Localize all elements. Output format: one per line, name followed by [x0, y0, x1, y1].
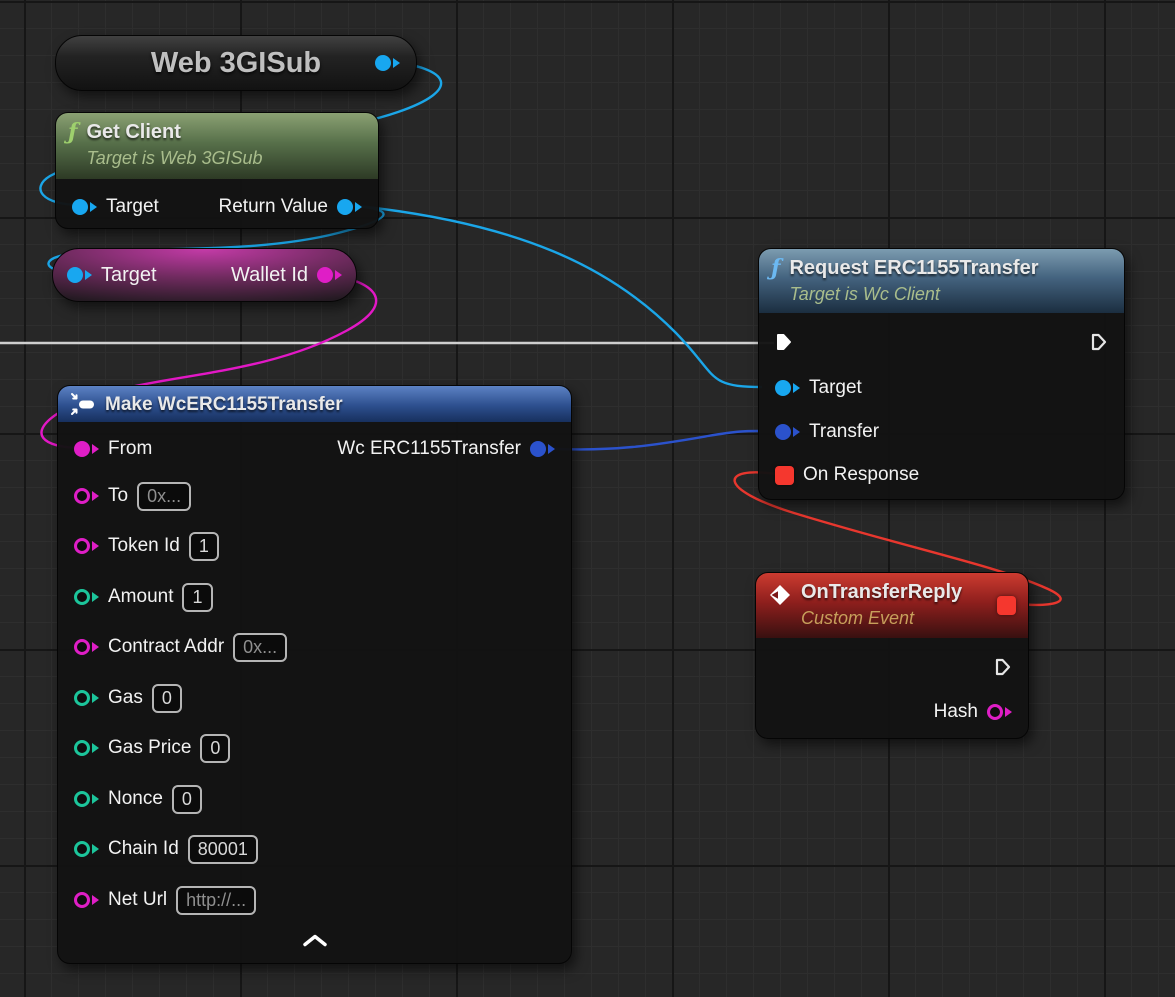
- make-gasprice-pin[interactable]: [74, 740, 99, 756]
- make-contractaddr-field[interactable]: 0x...: [233, 632, 288, 662]
- make-nonce-pin[interactable]: [74, 791, 99, 807]
- node-web3gisub[interactable]: Web 3GISub: [55, 35, 417, 91]
- request-transfer-label: Transfer: [809, 421, 880, 442]
- wallet-id-label: Wallet Id: [230, 263, 308, 286]
- make-gasprice-field[interactable]: 0: [200, 733, 231, 763]
- make-tokenid-pin[interactable]: [74, 538, 99, 554]
- make-tokenid-label: Token Id: [108, 535, 180, 556]
- request-onresponse-label: On Response: [803, 464, 920, 485]
- event-hash-label: Hash: [933, 701, 978, 722]
- make-neturl-label: Net Url: [108, 889, 168, 910]
- collapse-pins-button[interactable]: [58, 934, 571, 947]
- wallet-id-pin[interactable]: [317, 267, 342, 283]
- make-output-label: Wc ERC1155Transfer: [337, 438, 521, 459]
- make-neturl-field[interactable]: http://...: [176, 885, 257, 915]
- make-nonce-field[interactable]: 0: [171, 784, 202, 814]
- make-struct-icon: [71, 393, 94, 415]
- request-node-title: Request ERC1155Transfer: [789, 257, 1039, 279]
- get-client-target-pin[interactable]: [72, 199, 97, 215]
- node-request-erc1155transfer[interactable]: ƒ Request ERC1155Transfer Target is Wc C…: [758, 248, 1125, 500]
- request-node-subtitle: Target is Wc Client: [789, 284, 940, 304]
- make-gas-label: Gas: [108, 687, 143, 708]
- wallet-target-label: Target: [101, 263, 157, 286]
- make-tokenid-field[interactable]: 1: [188, 531, 219, 561]
- request-exec-out-pin[interactable]: [1090, 332, 1108, 357]
- wire-returnvalue-to-request-target[interactable]: [347, 203, 763, 389]
- request-node-header: ƒ Request ERC1155Transfer Target is Wc C…: [759, 249, 1124, 313]
- make-to-field[interactable]: 0x...: [137, 481, 192, 511]
- make-gasprice-label: Gas Price: [108, 737, 192, 758]
- make-amount-label: Amount: [108, 586, 174, 607]
- custom-event-icon: [770, 585, 790, 605]
- event-delegate-pin[interactable]: [997, 596, 1016, 615]
- wire-onresponse-to-ontransferreply[interactable]: [733, 471, 1062, 607]
- event-exec-out-pin[interactable]: [994, 657, 1012, 682]
- chevron-up-icon: [302, 934, 327, 947]
- node-get-wallet-id[interactable]: Target Wallet Id: [52, 248, 357, 302]
- make-from-label: From: [108, 438, 153, 459]
- get-client-return-pin[interactable]: [337, 199, 362, 215]
- function-icon: ƒ: [771, 255, 781, 281]
- wire-maketransfer-to-transfer[interactable]: [539, 429, 761, 451]
- make-output-pin[interactable]: [530, 441, 555, 457]
- event-node-header: OnTransferReply Custom Event: [756, 573, 1028, 638]
- request-exec-in-pin[interactable]: [775, 332, 793, 357]
- make-chainid-field[interactable]: 80001: [187, 834, 258, 864]
- make-node-header: Make WcERC1155Transfer: [58, 386, 571, 422]
- web3gisub-output-pin[interactable]: [375, 55, 400, 71]
- make-to-pin[interactable]: [74, 488, 99, 504]
- make-from-pin[interactable]: [74, 441, 99, 457]
- wire-walletid-to-from[interactable]: [40, 271, 378, 450]
- make-to-label: To: [108, 485, 129, 506]
- get-client-title: Get Client: [86, 121, 181, 143]
- make-node-title: Make WcERC1155Transfer: [105, 393, 343, 415]
- make-contractaddr-label: Contract Addr: [108, 636, 225, 657]
- node-make-wc-erc1155-transfer[interactable]: Make WcERC1155Transfer From Wc ERC1155Tr…: [57, 385, 572, 964]
- event-node-title: OnTransferReply: [801, 581, 963, 603]
- node-get-client[interactable]: ƒ Get Client Target is Web 3GISub Target…: [55, 112, 379, 229]
- make-neturl-pin[interactable]: [74, 892, 99, 908]
- request-target-pin[interactable]: [775, 380, 800, 396]
- get-client-subtitle: Target is Web 3GISub: [86, 148, 263, 168]
- make-amount-pin[interactable]: [74, 589, 99, 605]
- function-icon: ƒ: [68, 119, 78, 145]
- wallet-target-pin[interactable]: [67, 267, 92, 283]
- event-node-subtitle: Custom Event: [801, 608, 915, 628]
- request-transfer-pin[interactable]: [775, 424, 800, 440]
- make-nonce-label: Nonce: [108, 788, 163, 809]
- make-gas-field[interactable]: 0: [151, 683, 182, 713]
- node-on-transfer-reply[interactable]: OnTransferReply Custom Event Hash: [755, 572, 1029, 739]
- node-web3gisub-title: Web 3GISub: [150, 46, 322, 79]
- make-gas-pin[interactable]: [74, 690, 99, 706]
- event-hash-pin[interactable]: [987, 704, 1012, 720]
- request-onresponse-pin[interactable]: [775, 465, 794, 485]
- get-client-header: ƒ Get Client Target is Web 3GISub: [56, 113, 378, 179]
- make-chainid-pin[interactable]: [74, 841, 99, 857]
- make-contractaddr-pin[interactable]: [74, 639, 99, 655]
- request-target-label: Target: [809, 377, 862, 398]
- make-chainid-label: Chain Id: [108, 838, 179, 859]
- get-client-target-label: Target: [106, 196, 159, 217]
- get-client-return-label: Return Value: [218, 196, 329, 217]
- make-amount-field[interactable]: 1: [182, 582, 213, 612]
